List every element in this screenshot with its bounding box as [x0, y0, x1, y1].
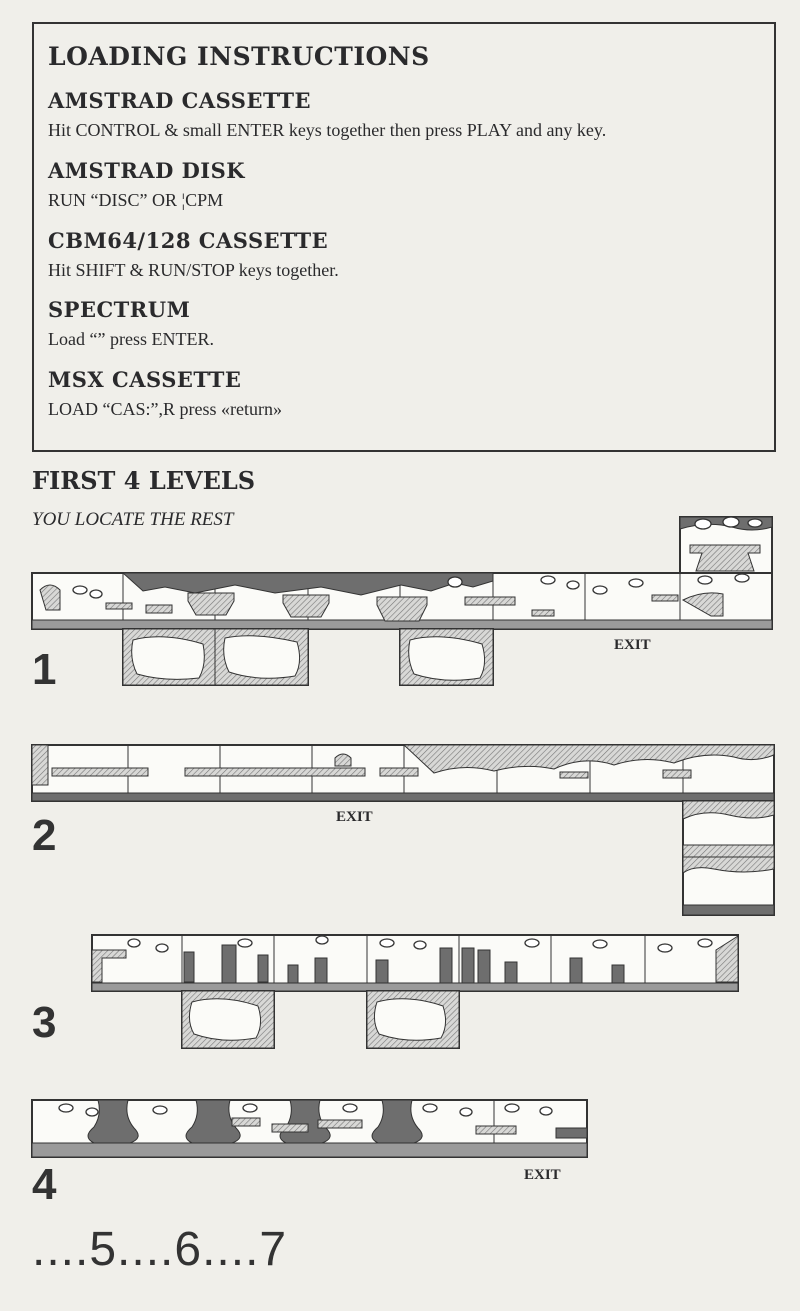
section-text-spectrum: Load “” press ENTER. — [48, 329, 214, 349]
section-text-amstrad-cassette: Hit CONTROL & small ENTER keys together … — [48, 120, 607, 140]
level-2-map — [31, 744, 775, 916]
levels-title: FIRST 4 LEVELS — [32, 466, 256, 495]
level-3-map — [91, 934, 739, 1049]
more-levels-text: ....5....6....7 — [32, 1223, 288, 1276]
section-heading-spectrum: SPECTRUM — [48, 297, 191, 322]
level-1-map — [31, 516, 773, 686]
section-text-cbm64: Hit SHIFT & RUN/STOP keys together. — [48, 260, 339, 280]
levels-subtitle: YOU LOCATE THE REST — [32, 509, 234, 530]
level-1-number: 1 — [32, 645, 57, 694]
level-4-number: 4 — [32, 1160, 57, 1209]
section-text-amstrad-disk: RUN “DISC” OR ¦CPM — [48, 190, 224, 210]
level-2-exit-label: EXIT — [336, 809, 373, 825]
level-1-exit-label: EXIT — [614, 637, 651, 653]
section-text-msx: LOAD “CAS:”,R press «return» — [48, 399, 282, 419]
level-2-number: 2 — [32, 811, 57, 860]
level-4-map — [31, 1099, 588, 1158]
loading-instructions-box — [32, 22, 776, 452]
level-3-number: 3 — [32, 998, 57, 1047]
section-heading-cbm64: CBM64/128 CASSETTE — [48, 228, 329, 253]
section-heading-amstrad-cassette: AMSTRAD CASSETTE — [48, 88, 311, 113]
instructions-title: LOADING INSTRUCTIONS — [48, 42, 430, 71]
section-heading-amstrad-disk: AMSTRAD DISK — [48, 158, 246, 183]
level-4-exit-label: EXIT — [524, 1167, 561, 1183]
section-heading-msx: MSX CASSETTE — [48, 367, 242, 392]
